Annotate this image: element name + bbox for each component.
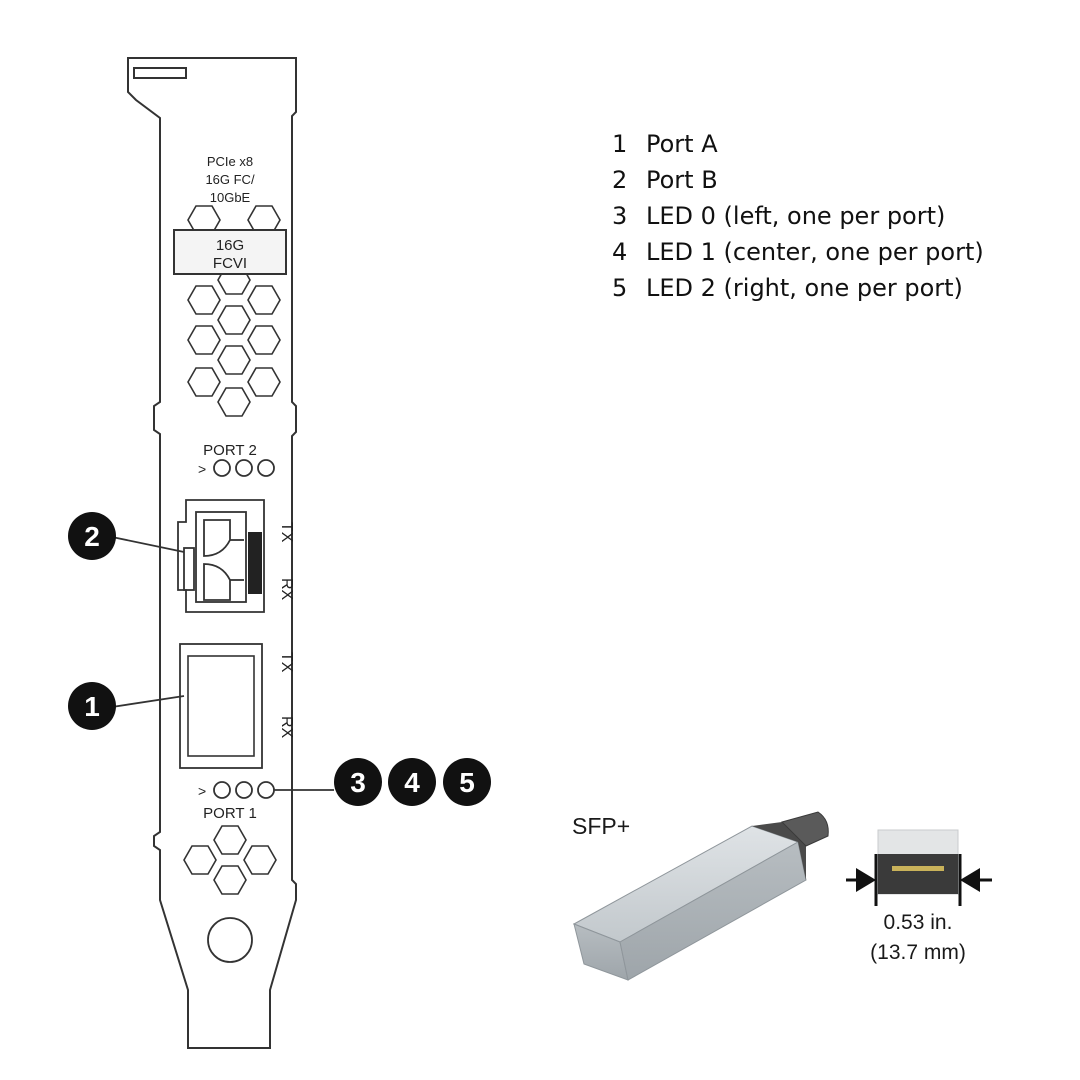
callout-1-label: 1 [84, 691, 100, 722]
model-line2: FCVI [213, 255, 247, 272]
legend-item: 2 Port B [612, 162, 984, 198]
callout-2-circle [68, 512, 116, 560]
legend-item: 3 LED 0 (left, one per port) [612, 198, 984, 234]
port1-label: PORT 1 [203, 805, 257, 822]
dimension-arrow-left [856, 868, 876, 892]
sfp-end-view [877, 829, 959, 895]
legend-text: Port A [646, 130, 718, 158]
sfp-collar [752, 822, 806, 880]
sfp-module [572, 811, 829, 981]
legend-num: 4 [612, 238, 628, 266]
port1-led-1 [235, 781, 253, 799]
legend-num: 1 [612, 130, 628, 158]
legend-item: 1 Port A [612, 126, 984, 162]
legend-text: LED 0 (left, one per port) [646, 202, 946, 230]
sfp-width-mm: (13.7 mm) [870, 941, 966, 964]
port-b-connector [177, 499, 265, 613]
bracket-outline [127, 57, 297, 1049]
legend-item: 5 LED 2 (right, one per port) [612, 270, 984, 306]
legend-text: LED 2 (right, one per port) [646, 274, 963, 302]
sfp-width-dimension: 0.53 in. (13.7 mm) [848, 908, 988, 968]
mounting-hole [207, 917, 253, 963]
port2-led-marker: > [198, 461, 206, 477]
slot-label-line2: 16G FC/ [205, 172, 255, 187]
callout-4-circle [388, 758, 436, 806]
model-line1: 16G [216, 237, 244, 254]
model-label-box [173, 229, 287, 275]
port2-led-2 [257, 459, 275, 477]
slot-label-line1: PCIe x8 [207, 154, 253, 169]
port2-led-0 [213, 459, 231, 477]
leader-port-b [111, 536, 185, 553]
legend-num: 5 [612, 274, 628, 302]
callout-3-circle [334, 758, 382, 806]
sfp-cable [781, 811, 829, 847]
port-b-rx-label: RX [278, 578, 295, 601]
port1-led-0 [213, 781, 231, 799]
callout-3-label: 3 [350, 767, 366, 798]
lower-vent-grid [183, 825, 277, 895]
legend-text: LED 1 (center, one per port) [646, 238, 984, 266]
port-b-latch [248, 532, 262, 594]
port-a-rx-label: RX [278, 716, 295, 739]
port2-label: PORT 2 [203, 442, 257, 459]
port-a-cage-inner [187, 655, 255, 757]
legend-text: Port B [646, 166, 718, 194]
sfp-width-inches: 0.53 in. [883, 911, 953, 934]
port-b-tx-label: TX [278, 522, 295, 543]
leader-port-a [111, 695, 185, 708]
callout-2-label: 2 [84, 521, 100, 552]
callout-4-label: 4 [404, 767, 420, 798]
callout-1-circle [68, 682, 116, 730]
legend-num: 2 [612, 166, 628, 194]
bracket-tab [133, 67, 187, 79]
legend-num: 3 [612, 202, 628, 230]
port1-led-marker: > [198, 783, 206, 799]
dimension-arrow-right [960, 868, 980, 892]
callout-5-label: 5 [459, 767, 475, 798]
callout-legend: 1 Port A 2 Port B 3 LED 0 (left, one per po… [612, 126, 984, 306]
callout-5-circle [443, 758, 491, 806]
slot-label-line3: 10GbE [210, 190, 251, 205]
legend-item: 4 LED 1 (center, one per port) [612, 234, 984, 270]
port2-led-1 [235, 459, 253, 477]
sfp-label: SFP+ [572, 813, 631, 839]
port-a-cage-outer [179, 643, 263, 769]
port-a-tx-label: TX [278, 652, 295, 673]
